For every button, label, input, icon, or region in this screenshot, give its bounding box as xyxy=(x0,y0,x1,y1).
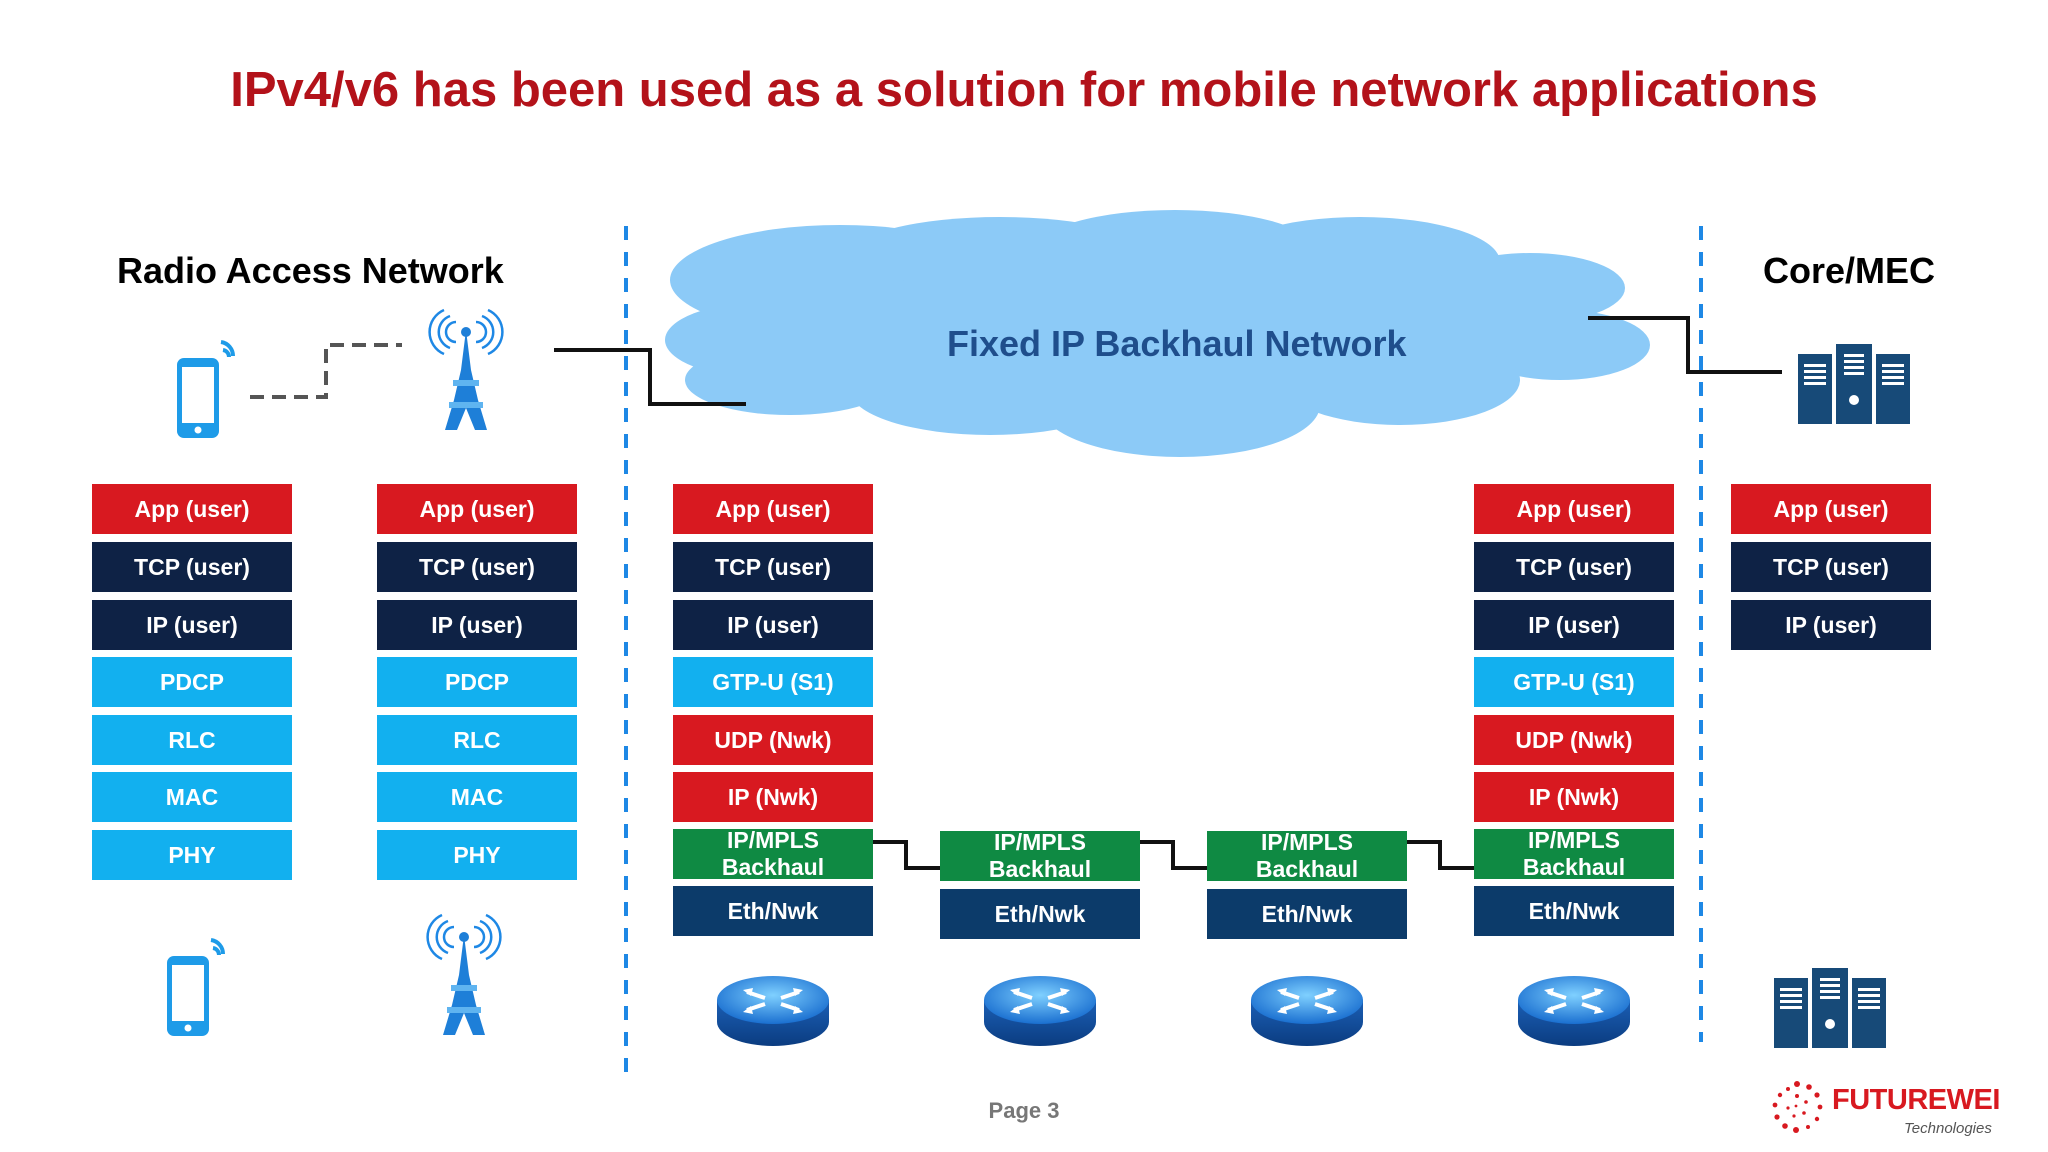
layer-app: App (user) xyxy=(377,484,577,534)
layer-pdcp: PDCP xyxy=(92,657,292,707)
layer-ip: IP (user) xyxy=(1731,600,1931,650)
layer-gtpu: GTP-U (S1) xyxy=(1474,657,1674,707)
router-link-1-2 xyxy=(873,840,940,870)
router-icon xyxy=(982,974,1098,1048)
page-number: Page 3 xyxy=(988,1098,1060,1123)
server-icon xyxy=(1774,968,1886,1048)
router-link-2-3 xyxy=(1140,840,1207,870)
layer-tcp: TCP (user) xyxy=(1731,542,1931,592)
layer-ip: IP (user) xyxy=(673,600,873,650)
layer-tcp: TCP (user) xyxy=(1474,542,1674,592)
cloud-label: Fixed IP Backhaul Network xyxy=(947,323,1407,364)
logo-name: FUTUREWEI xyxy=(1832,1084,2000,1116)
core-backhaul-link xyxy=(1588,316,1782,374)
layer-rlc: RLC xyxy=(377,715,577,765)
layer-tcp: TCP (user) xyxy=(673,542,873,592)
backhaul-cloud xyxy=(665,210,1650,457)
layer-eth: Eth/Nwk xyxy=(1207,889,1407,939)
layer-ip-mpls: IP/MPLS Backhaul xyxy=(940,829,1140,882)
cell-tower-icon xyxy=(426,913,502,1037)
smartphone-icon xyxy=(175,340,236,440)
logo-subtitle: Technologies xyxy=(1904,1120,1992,1137)
smartphone-icon xyxy=(165,938,226,1038)
layer-ip-mpls: IP/MPLS Backhaul xyxy=(1474,827,1674,880)
layer-ip-nwk: IP (Nwk) xyxy=(1474,772,1674,822)
layer-eth: Eth/Nwk xyxy=(1474,886,1674,936)
wireless-link xyxy=(250,343,402,399)
layer-app: App (user) xyxy=(1731,484,1931,534)
layer-tcp: TCP (user) xyxy=(92,542,292,592)
layer-ip: IP (user) xyxy=(1474,600,1674,650)
layer-eth: Eth/Nwk xyxy=(673,886,873,936)
layer-gtpu: GTP-U (S1) xyxy=(673,657,873,707)
layer-ip: IP (user) xyxy=(92,600,292,650)
layer-ip-mpls: IP/MPLS Backhaul xyxy=(673,827,873,880)
ran-header: Radio Access Network xyxy=(117,250,504,291)
router-link-3-4 xyxy=(1407,840,1474,870)
layer-ip-nwk: IP (Nwk) xyxy=(673,772,873,822)
layer-rlc: RLC xyxy=(92,715,292,765)
company-logo: FUTUREWEI Technologies xyxy=(1766,1078,2006,1144)
layer-app: App (user) xyxy=(1474,484,1674,534)
layer-eth: Eth/Nwk xyxy=(940,889,1140,939)
server-icon xyxy=(1798,344,1910,424)
core-header: Core/MEC xyxy=(1763,250,1936,291)
layer-mac: MAC xyxy=(377,772,577,822)
layer-phy: PHY xyxy=(377,830,577,880)
router-icon xyxy=(1249,974,1365,1048)
layer-pdcp: PDCP xyxy=(377,657,577,707)
futurewei-logo-icon xyxy=(1772,1081,1823,1133)
slide-title: IPv4/v6 has been used as a solution for … xyxy=(230,63,1818,117)
layer-udp: UDP (Nwk) xyxy=(1474,715,1674,765)
layer-udp: UDP (Nwk) xyxy=(673,715,873,765)
ran-backhaul-link xyxy=(554,348,746,406)
cell-tower-icon xyxy=(428,308,504,432)
router-icon xyxy=(1516,974,1632,1048)
layer-app: App (user) xyxy=(673,484,873,534)
layer-phy: PHY xyxy=(92,830,292,880)
layer-ip-mpls: IP/MPLS Backhaul xyxy=(1207,829,1407,882)
layer-tcp: TCP (user) xyxy=(377,542,577,592)
layer-app: App (user) xyxy=(92,484,292,534)
router-icon xyxy=(715,974,831,1048)
layer-ip: IP (user) xyxy=(377,600,577,650)
layer-mac: MAC xyxy=(92,772,292,822)
